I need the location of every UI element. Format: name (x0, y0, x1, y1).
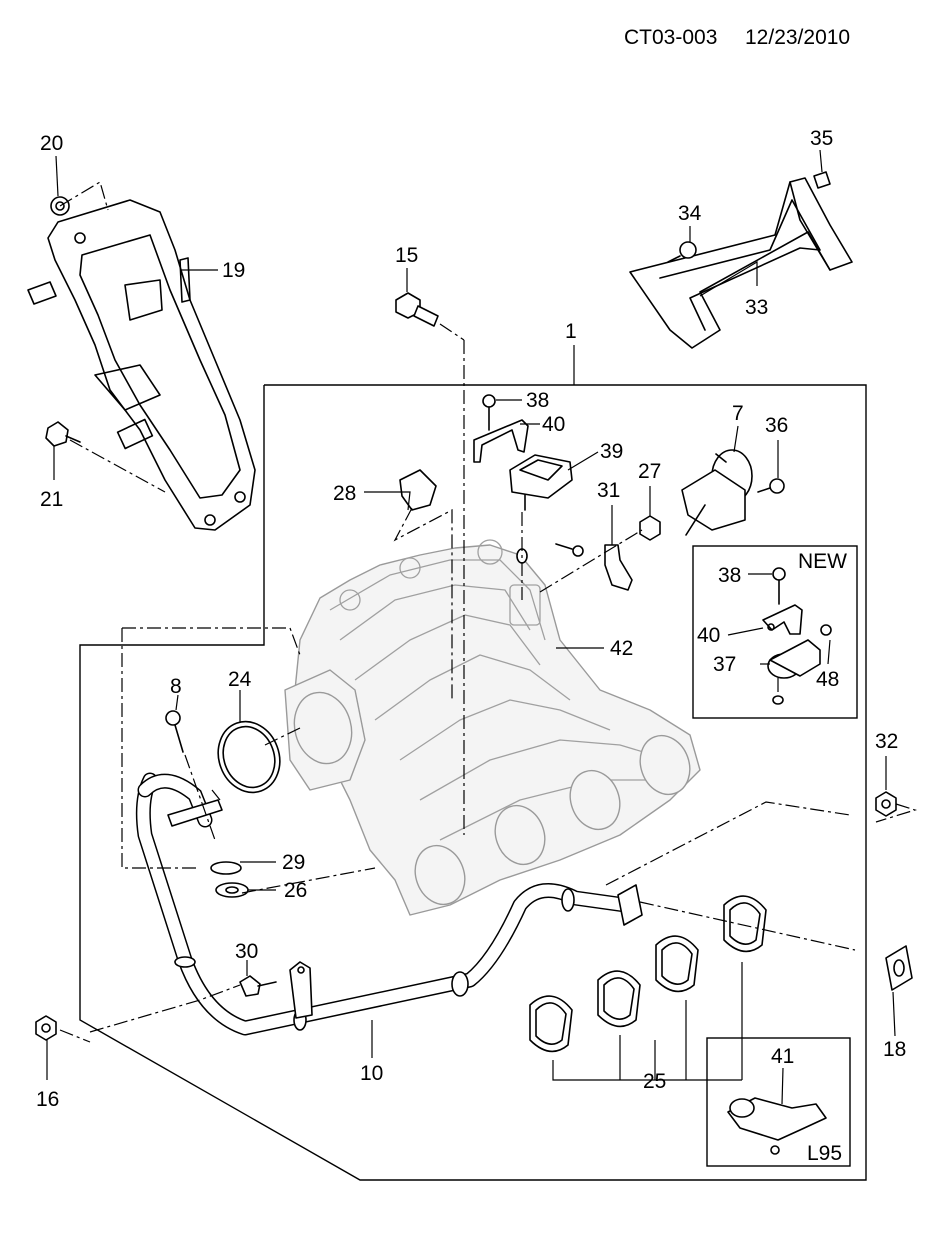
callout-38-new: 38 (718, 564, 741, 587)
gasket-25a (529, 995, 573, 1053)
new-inset-box (692, 545, 858, 719)
vacuum-actuator-7 (681, 449, 753, 536)
clip-28 (399, 469, 437, 511)
l95-inset-box (706, 1037, 851, 1167)
intake-manifold (284, 539, 701, 916)
oring-29 (210, 861, 242, 875)
callout-25: 25 (643, 1070, 666, 1093)
bolt-38-new (772, 567, 786, 605)
seal-new (772, 695, 784, 705)
l95-inset-label: L95 (807, 1142, 842, 1165)
callout-48: 48 (816, 668, 839, 691)
callout-27: 27 (638, 460, 661, 483)
callout-38: 38 (526, 389, 549, 412)
callout-41: 41 (771, 1045, 794, 1068)
callout-16: 16 (36, 1088, 59, 1111)
bracket-40 (473, 419, 529, 463)
bolt-small (555, 543, 584, 557)
callout-26: 26 (284, 879, 307, 902)
callout-8: 8 (170, 675, 182, 698)
bolt-38 (482, 394, 496, 431)
sensor-37 (767, 639, 821, 679)
sensor-41 (727, 1097, 827, 1155)
bolt-15 (395, 292, 439, 327)
seal-26 (215, 882, 249, 898)
bolt-30 (239, 975, 277, 997)
nut-27 (639, 515, 661, 541)
bracket-40-new (762, 604, 803, 635)
gasket-25b (597, 970, 641, 1028)
map-sensor-39 (509, 454, 573, 511)
nut-32 (875, 791, 897, 817)
callout-40-new: 40 (697, 624, 720, 647)
callout-19: 19 (222, 259, 245, 282)
callout-37: 37 (713, 653, 736, 676)
callout-31: 31 (597, 479, 620, 502)
diagram-date: 12/23/2010 (745, 26, 850, 49)
callout-39: 39 (600, 440, 623, 463)
callout-36: 36 (765, 414, 788, 437)
callout-15: 15 (395, 244, 418, 267)
callout-21: 21 (40, 488, 63, 511)
callout-42: 42 (610, 637, 633, 660)
egr-pipe-10 (135, 772, 643, 1036)
bolt-36 (757, 478, 785, 494)
callout-1: 1 (565, 320, 577, 343)
callout-7: 7 (732, 402, 744, 425)
new-inset-label: NEW (798, 550, 847, 573)
callout-10: 10 (360, 1062, 383, 1085)
callout-20: 20 (40, 132, 63, 155)
nut-16 (35, 1015, 57, 1041)
bolt-48 (820, 624, 832, 636)
callout-33: 33 (745, 296, 768, 319)
bracket-19 (27, 199, 256, 531)
bolt-34 (667, 241, 697, 263)
callout-40: 40 (542, 413, 565, 436)
bracket-31 (604, 544, 633, 591)
callout-35: 35 (810, 127, 833, 150)
callout-24: 24 (228, 668, 252, 691)
diagram-code: CT03-003 (624, 26, 717, 49)
clip-35 (813, 171, 831, 189)
gasket-24 (217, 720, 281, 794)
callout-34: 34 (678, 202, 702, 225)
assembly-frame (79, 384, 867, 1181)
callout-29: 29 (282, 851, 305, 874)
callout-32: 32 (875, 730, 898, 753)
bolt-8 (165, 710, 184, 753)
callout-18: 18 (883, 1038, 906, 1061)
gasket-25c (655, 935, 699, 993)
heat-shield-33 (629, 177, 853, 349)
gasket-25d (723, 895, 767, 953)
callout-30: 30 (235, 940, 258, 963)
gasket-18 (885, 945, 913, 991)
bolt-21 (45, 421, 81, 447)
callout-28: 28 (333, 482, 356, 505)
